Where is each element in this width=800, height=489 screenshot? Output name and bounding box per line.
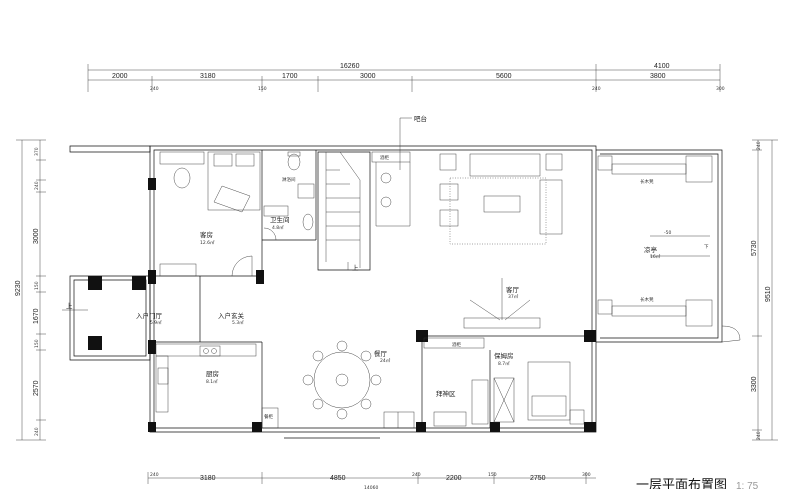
dim-bottom-1: 3180 [200, 475, 216, 482]
label-up-left: 上 [66, 301, 73, 310]
dim-top-small-2: 150 [258, 86, 267, 92]
label-shower: 淋浴间 [282, 176, 296, 183]
right-dimensions: 240 5730 9510 3300 240 [751, 139, 778, 441]
dim-top-5: 5600 [496, 73, 512, 80]
label-bench-bottom: 长木凳 [640, 296, 654, 303]
label-dining-area: 24㎡ [380, 357, 391, 364]
label-up-stairs: 上 [352, 263, 359, 272]
dim-left-5: 1670 [33, 308, 40, 324]
label-shelf: 酒柜 [452, 341, 461, 348]
label-guest-room: 客房 [200, 230, 213, 239]
dim-left-1: 370 [34, 147, 40, 156]
label-level-mark: -50 [664, 230, 671, 236]
label-bathroom: 卫生间 [270, 215, 290, 224]
dim-bottom-small-4: 300 [582, 472, 591, 478]
top-dimensions: 16260 4100 2000 3180 1700 3000 5600 3800… [87, 63, 725, 92]
dim-top-total: 16260 [340, 63, 360, 70]
plan-scale: 1: 75 [736, 481, 759, 489]
label-living: 客厅 [506, 285, 520, 294]
dim-right-2: 3300 [751, 376, 758, 392]
bathroom-fixtures [263, 151, 315, 241]
dim-top-small-4: 300 [716, 86, 725, 92]
dim-bottom-small-1: 240 [150, 472, 159, 478]
dim-top-1: 2000 [112, 73, 128, 80]
entry-porch: 上 [62, 275, 151, 361]
label-nanny-area: 8.7㎡ [498, 360, 510, 367]
bar-area [371, 117, 412, 227]
label-shrine: 拜神区 [436, 389, 456, 398]
label-pavilion-area: 16㎡ [650, 253, 661, 260]
label-small: 餐柜 [264, 413, 273, 420]
nanny-room-furniture [423, 337, 585, 427]
label-wine-cabinet: 酒柜 [380, 154, 389, 161]
dim-right-small-2: 240 [756, 431, 762, 440]
label-guest-area: 12.6㎡ [200, 239, 215, 246]
dim-right-total: 9510 [765, 286, 772, 302]
dim-top-4: 3000 [360, 73, 376, 80]
dim-left-7: 2570 [33, 380, 40, 396]
plan-title-block: 一层平面布置图 1: 75 [636, 478, 759, 489]
left-dimensions: 9230 370 240 3000 150 1670 150 2570 240 [15, 139, 46, 441]
dim-left-total: 9230 [15, 280, 22, 296]
dim-top-2: 3180 [200, 73, 216, 80]
dim-left-2: 240 [34, 181, 40, 190]
dim-left-3: 3000 [33, 228, 40, 244]
label-kitchen: 厨房 [206, 369, 219, 378]
plan-title: 一层平面布置图 [636, 478, 727, 489]
room-labels: 吧台 酒柜 淋浴间 卫生间 4.8㎡ 客房 12.6㎡ 客厅 37㎡ 凉亭 16… [136, 114, 709, 420]
label-down-mark: 下 [704, 244, 709, 250]
bottom-dimensions: 240 3180 4850 240 2200 150 2750 300 1406… [147, 472, 596, 489]
guest-room-furniture [159, 151, 261, 277]
dim-top-small-1: 240 [150, 86, 159, 92]
dim-bottom-2: 4850 [330, 475, 346, 482]
walls [69, 145, 597, 439]
label-foyer: 入户玄关 [218, 311, 245, 320]
dim-bottom-small-3: 150 [488, 472, 497, 478]
dim-top-3: 1700 [282, 73, 298, 80]
label-balcony: 吧台 [414, 114, 427, 123]
dim-left-4: 150 [34, 281, 40, 290]
dim-right-small-1: 240 [756, 141, 762, 150]
label-entry-garden-area: 5.9㎡ [150, 319, 162, 326]
dim-top-right: 4100 [654, 63, 670, 70]
label-dining: 餐厅 [374, 349, 388, 358]
living-room-furniture [439, 153, 563, 329]
kitchen-furniture [155, 343, 279, 429]
label-kitchen-area: 8.1㎡ [206, 378, 218, 385]
dim-left-8: 240 [34, 427, 40, 436]
label-nanny: 保姆房 [494, 351, 514, 360]
dim-bottom-small-2: 240 [412, 472, 421, 478]
dim-bottom-total: 14060 [364, 485, 378, 489]
label-entry-garden: 入户门厅 [136, 311, 163, 320]
label-pavilion: 凉亭 [644, 245, 658, 254]
staircase: 上 [317, 151, 371, 272]
dim-left-6: 150 [34, 339, 40, 348]
label-living-area: 37㎡ [508, 293, 519, 300]
dining-furniture [302, 340, 415, 429]
label-bathroom-area: 4.8㎡ [272, 224, 284, 231]
label-foyer-area: 5.3㎡ [232, 319, 244, 326]
dim-top-small-3: 240 [592, 86, 601, 92]
dim-top-6: 3800 [650, 73, 666, 80]
label-bench-top: 长木凳 [640, 178, 654, 185]
dim-bottom-4: 2750 [530, 475, 546, 482]
pavilion [596, 149, 741, 343]
dim-right-1: 5730 [751, 240, 758, 256]
dim-bottom-3: 2200 [446, 475, 462, 482]
